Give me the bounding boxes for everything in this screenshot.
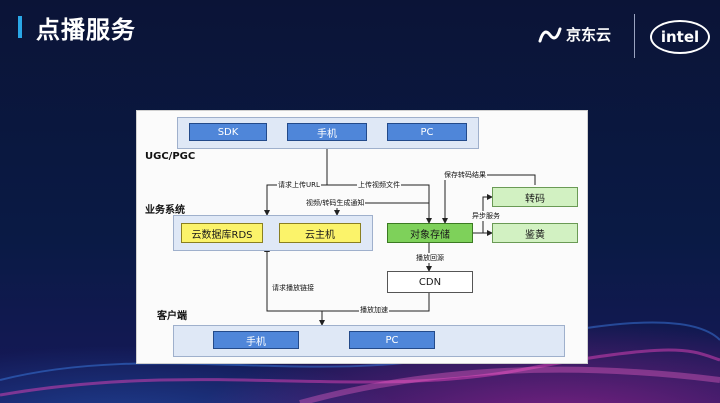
label-request-url: 请求上传URL: [277, 180, 321, 190]
node-cdn: CDN: [387, 271, 473, 293]
client-group-label: 客户端: [157, 311, 187, 322]
logo-divider: [634, 14, 635, 58]
slide-title: 点播服务: [36, 16, 136, 44]
node-rds: 云数据库RDS: [181, 223, 263, 243]
label-play-accel: 播放加速: [359, 305, 389, 315]
node-client-pc: PC: [349, 331, 435, 349]
node-ugc-phone: 手机: [287, 123, 367, 141]
jd-mark-icon: [538, 27, 562, 42]
node-client-phone: 手机: [213, 331, 299, 349]
title-accent-bar: [18, 16, 22, 38]
edge-save-result: [442, 174, 536, 224]
node-ugc-pc: PC: [387, 123, 467, 141]
label-origin-pull: 播放回源: [415, 253, 445, 263]
node-cloud-host: 云主机: [279, 223, 361, 243]
label-save-result: 保存转码结果: [443, 170, 487, 180]
ugc-group-label: UGC/PGC: [145, 151, 196, 162]
node-sdk: SDK: [189, 123, 267, 141]
label-upload-file: 上传视频文件: [357, 180, 401, 190]
node-porn-check: 鉴黄: [492, 223, 578, 243]
edge-notify: [334, 202, 430, 223]
intel-logo: intel: [650, 20, 710, 54]
business-group-label: 业务系统: [145, 205, 185, 216]
label-request-play-link: 请求播放链接: [271, 283, 315, 293]
edge-request-play-link: [264, 246, 322, 312]
architecture-diagram: SDK 手机 PC UGC/PGC 业务系统 云数据库RDS 云主机 对象存储 …: [136, 110, 588, 364]
jd-cloud-logo-text: 京东云: [566, 26, 612, 44]
jd-cloud-logo: 京东云: [538, 24, 611, 45]
label-async-service: 异步服务: [471, 211, 501, 221]
label-notify: 视频/转码生成通知: [305, 198, 366, 208]
node-transcode: 转码: [492, 187, 578, 207]
node-object-storage: 对象存储: [387, 223, 473, 243]
